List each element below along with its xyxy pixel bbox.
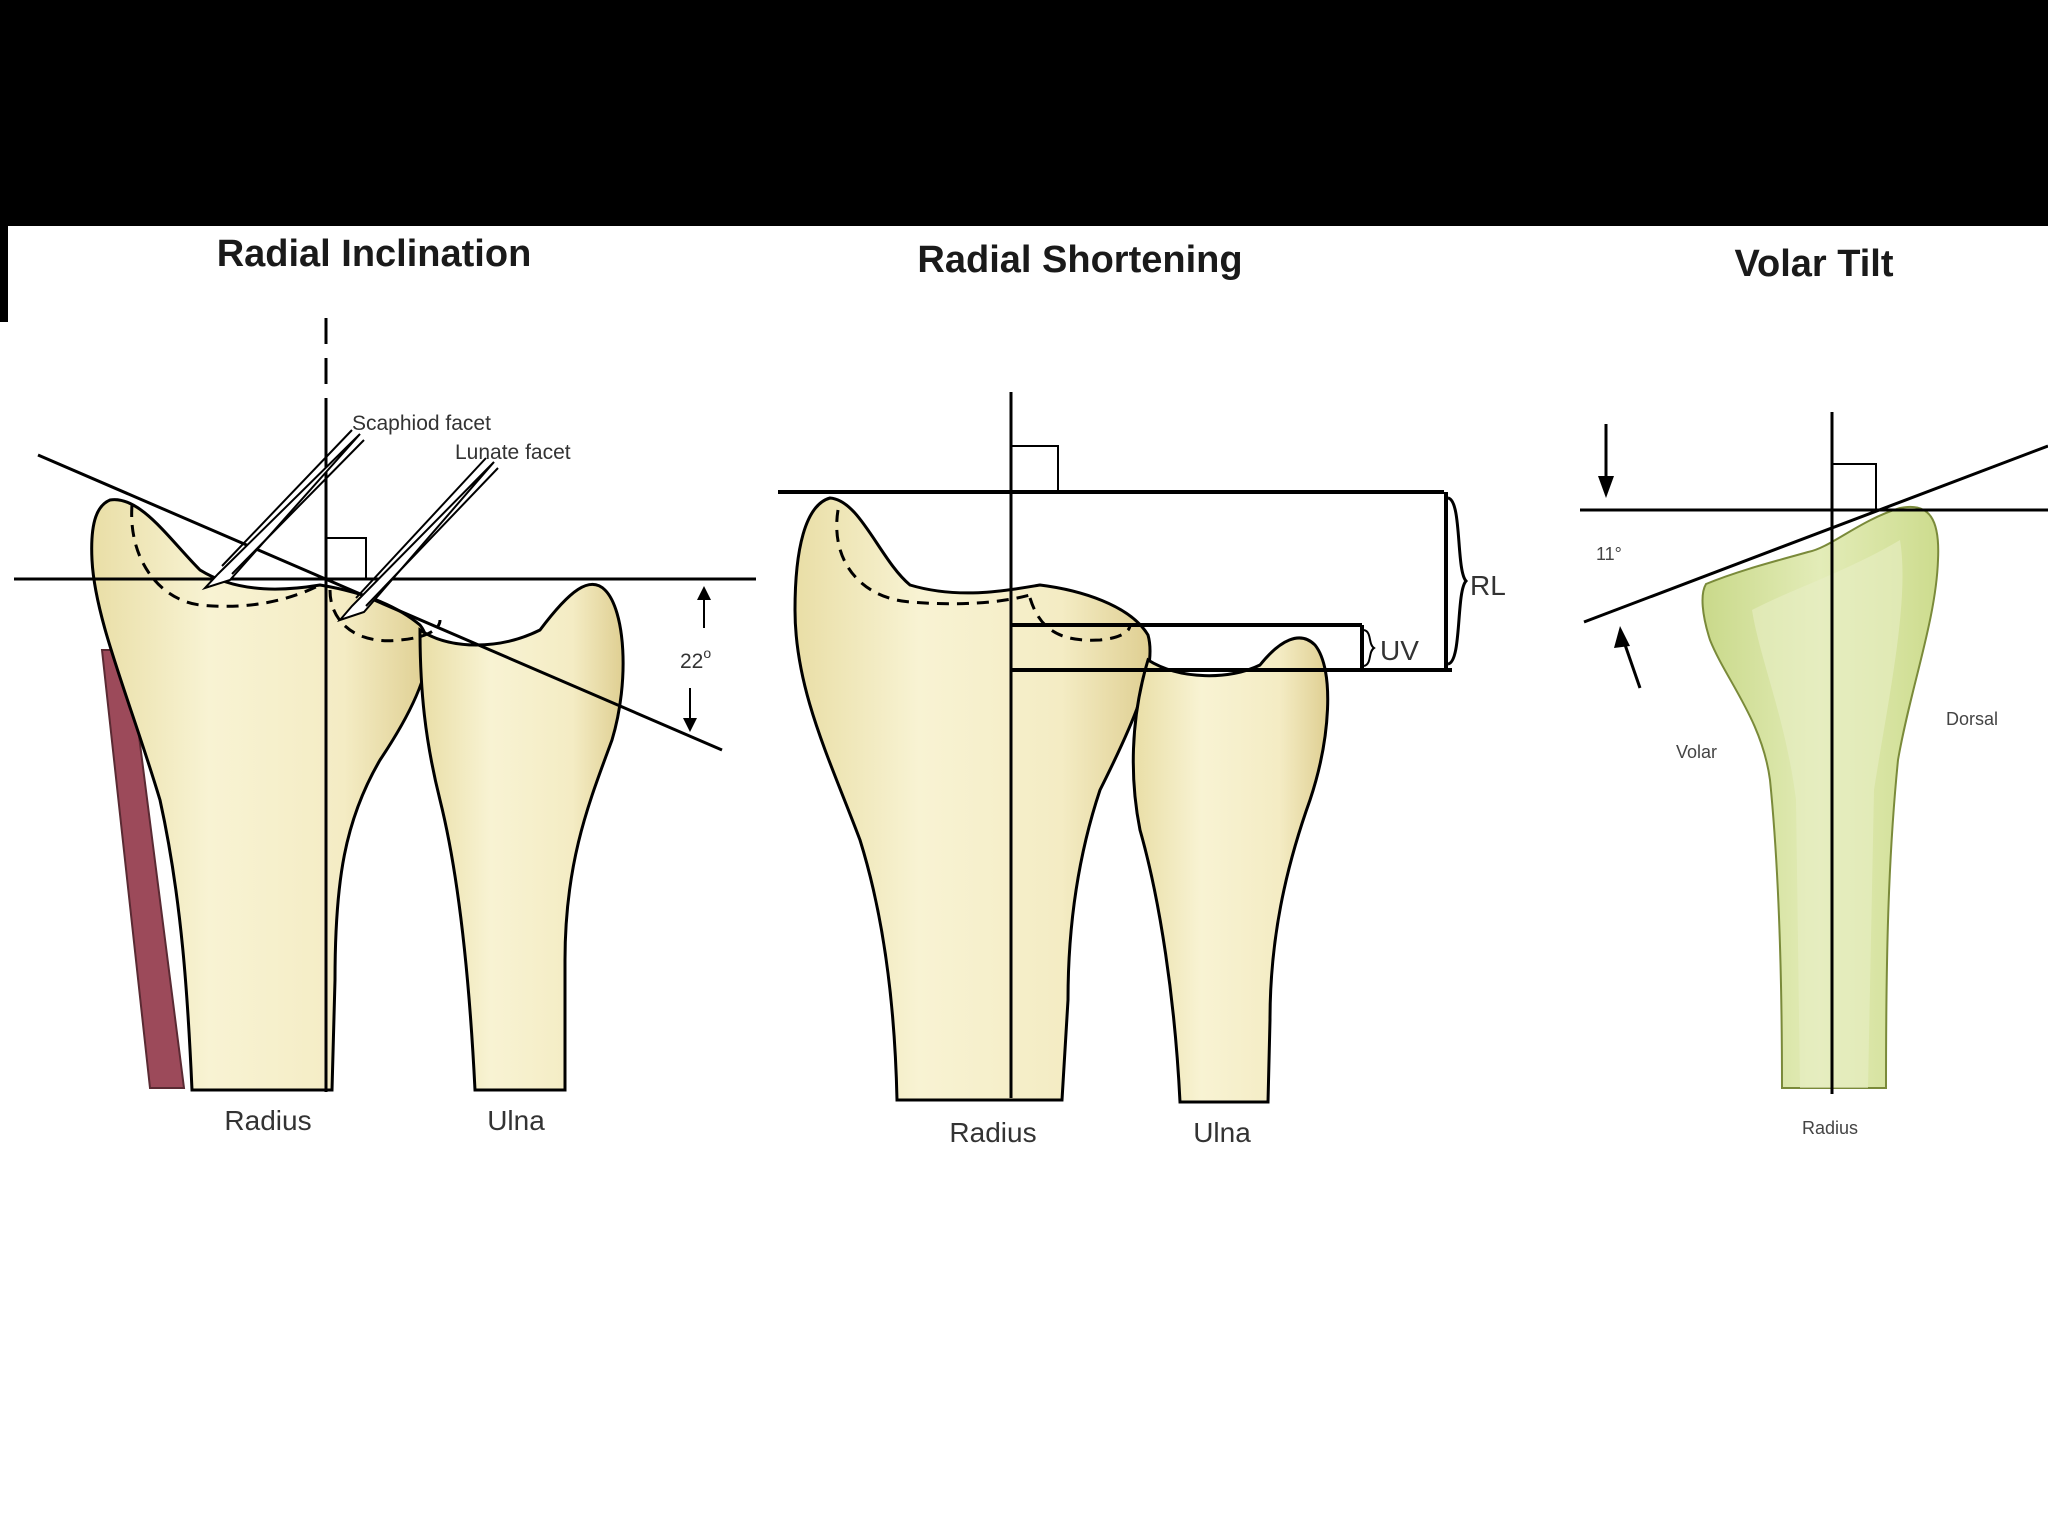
ulna-label-middle: Ulna: [1193, 1117, 1251, 1148]
inclination-line: [37, 453, 723, 752]
scaphoid-facet-label: Scaphiod facet: [352, 412, 491, 435]
radius-label-right: Radius: [1802, 1118, 1858, 1138]
right-angle-marker-middle: [1011, 445, 1059, 492]
rl-brace: [1447, 496, 1469, 666]
facet-curve-middle-2: [1028, 597, 1132, 642]
panel-radial-shortening: Radial Shortening RL UV Radius Ulna: [778, 239, 1506, 1148]
radius-bone-middle: [793, 496, 1152, 1102]
inclination-angle-number: 22: [680, 650, 703, 673]
title-radial-shortening: Radial Shortening: [917, 239, 1242, 281]
left-edge-bar: [0, 226, 8, 322]
angle-arrow-up: [697, 586, 711, 628]
lunate-facet-curve: [328, 589, 442, 643]
dorsal-label: Dorsal: [1946, 709, 1998, 729]
angle-arrow-down: [683, 688, 697, 732]
scaphoid-pointer-arrow: [201, 429, 365, 591]
radius-label-middle: Radius: [949, 1117, 1036, 1148]
tilt-arrow-up: [1614, 626, 1642, 689]
lunate-facet-label: Lunate facet: [455, 441, 571, 464]
right-angle-marker-right: [1832, 463, 1877, 510]
radius-cancellous-core: [1752, 540, 1903, 1088]
panel-radial-inclination: Radial Inclination: [14, 233, 756, 1136]
volar-tilt-angle-label: 11°: [1596, 544, 1622, 564]
tilt-arrow-down: [1598, 424, 1614, 498]
volar-tilt-line: [1583, 444, 2048, 624]
facet-curve-middle-1: [835, 509, 1031, 606]
radius-label-left: Radius: [224, 1105, 311, 1136]
inclination-angle-degree: o: [703, 645, 711, 661]
rl-label: RL: [1470, 570, 1506, 601]
right-angle-marker: [326, 537, 367, 579]
uv-brace: [1363, 629, 1376, 667]
inclination-angle-label: 22o: [680, 645, 711, 673]
panel-volar-tilt: Volar Tilt 11° Volar Dorsal Radius: [1580, 243, 2048, 1138]
radius-bone-left: [90, 498, 430, 1092]
lunate-pointer-arrow: [336, 457, 499, 623]
uv-label: UV: [1380, 635, 1419, 666]
scaphoid-facet-curve: [130, 504, 321, 608]
ulna-label-left: Ulna: [487, 1105, 545, 1136]
title-radial-inclination: Radial Inclination: [217, 233, 532, 275]
ulna-bone-left: [418, 582, 625, 1092]
ulna-bone-middle: [1131, 636, 1330, 1104]
title-volar-tilt: Volar Tilt: [1734, 243, 1893, 285]
volar-label: Volar: [1676, 742, 1717, 762]
